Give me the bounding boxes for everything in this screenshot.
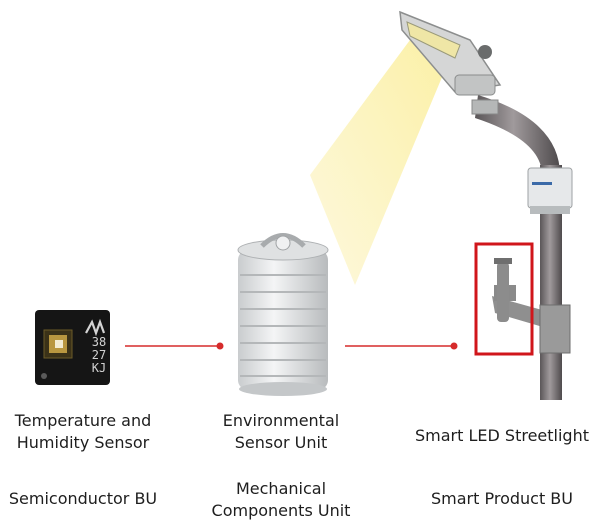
label-sensor-line-2: Humidity Sensor	[16, 433, 150, 452]
unit-semiconductor: Semiconductor BU	[8, 489, 158, 508]
mounted-sensor	[494, 258, 512, 322]
unit-mechanical-line-2: Components Unit	[211, 501, 351, 520]
chip-mark-3: KJ	[91, 361, 107, 375]
label-env-unit-line-2: Sensor Unit	[234, 433, 328, 452]
label-streetlight: Smart LED Streetlight	[415, 426, 589, 445]
label-env-unit: Environmental Sensor Unit	[206, 410, 356, 454]
environmental-sensor-device	[237, 233, 329, 396]
unit-mechanical: Mechanical Components Unit	[196, 478, 366, 522]
connector-1	[125, 342, 224, 350]
light-beam	[310, 40, 445, 285]
pole-control-box	[527, 167, 573, 214]
highlight-box	[474, 242, 534, 356]
label-env-unit-line-1: Environmental	[222, 411, 340, 430]
sensor-chip	[35, 310, 110, 385]
label-sensor-line-1: Temperature and	[14, 411, 152, 430]
streetlight-head	[399, 10, 502, 115]
label-sensor: Temperature and Humidity Sensor	[0, 410, 166, 454]
chip-markings: 38 27 KJ	[89, 336, 109, 375]
chip-mark-2: 27	[91, 348, 107, 362]
unit-mechanical-line-1: Mechanical	[235, 479, 327, 498]
unit-smart-product: Smart Product BU	[430, 489, 573, 508]
connector-2	[345, 342, 458, 350]
chip-mark-1: 38	[91, 335, 107, 349]
